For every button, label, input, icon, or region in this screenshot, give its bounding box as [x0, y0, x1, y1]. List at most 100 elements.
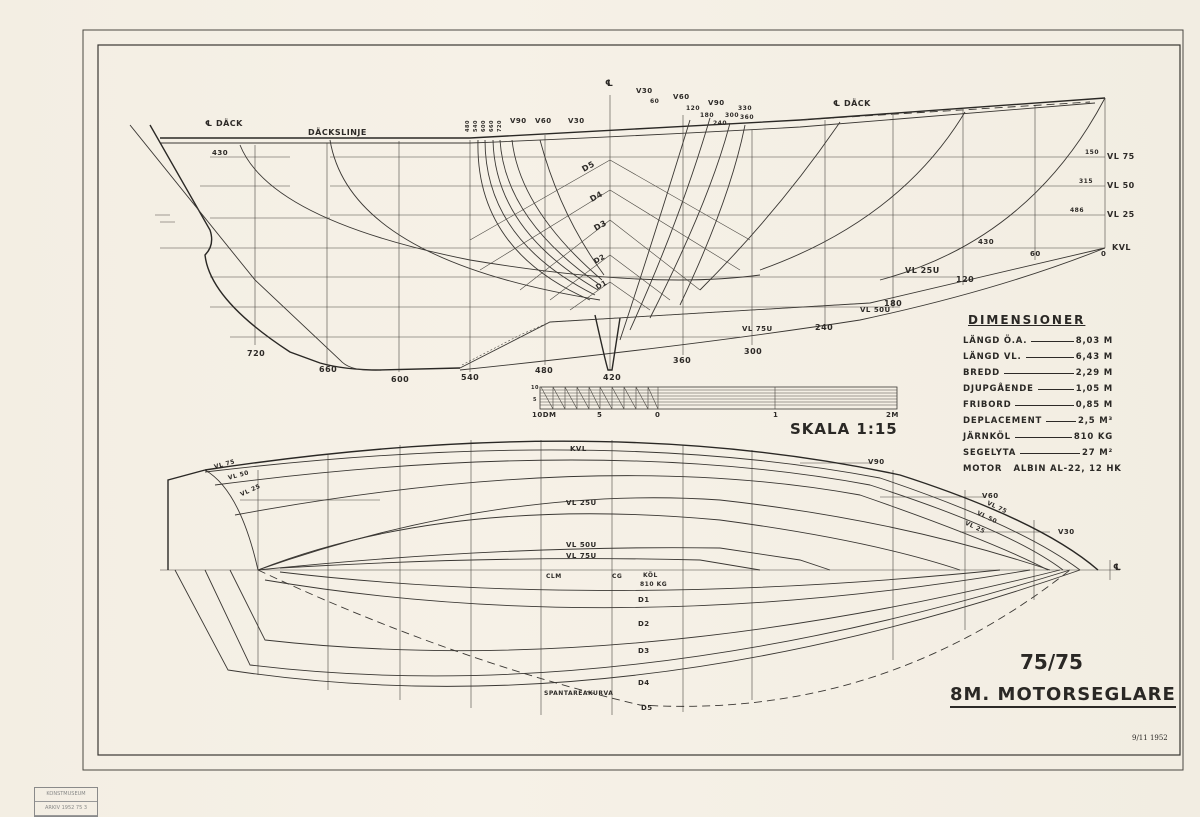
dimension-label: DJUPGÅENDE	[963, 384, 1034, 394]
stern-tick-label: 720	[497, 120, 503, 132]
underwater-label: VL 50U	[860, 306, 891, 314]
plan-section-label: V90	[868, 458, 885, 466]
deck-outline	[204, 440, 1099, 571]
clm-mark: CLM	[546, 573, 562, 580]
tick-label: 60	[650, 98, 660, 105]
waterline-label: VL 50	[1107, 181, 1135, 190]
scale-bar	[539, 386, 898, 410]
station-label: 120	[956, 275, 975, 284]
plan-cl-mark: ℄	[1113, 563, 1122, 573]
station-label: 600	[391, 375, 410, 384]
dimension-value: 0,85 M	[1075, 400, 1113, 410]
tick-label: 240	[713, 120, 728, 127]
plan-inner-wl-label: VL 50U	[566, 541, 597, 549]
underwater-label: VL 25U	[905, 266, 940, 275]
dimension-label: FRIBORD	[963, 400, 1012, 410]
waterline-label: VL 75	[1107, 152, 1135, 161]
drawing-date: 9/11 1952	[1132, 734, 1168, 742]
section-label: V60	[535, 117, 552, 125]
bow-sections	[619, 97, 1106, 341]
waterline-value: 0	[1101, 250, 1107, 258]
station-label: 660	[319, 365, 338, 374]
plan-diagonal-label: D1	[638, 596, 650, 604]
stern-profile	[149, 124, 461, 371]
section-label: V90	[510, 117, 527, 125]
plan-inner-wl-label: VL 25U	[566, 499, 597, 507]
plan-kvl-label: KVL	[570, 445, 587, 453]
station-label: 180	[884, 299, 903, 308]
dimension-label: LÄNGD VL.	[963, 352, 1022, 362]
plan-diagonal-label: D2	[638, 620, 650, 628]
waterline-label: VL 25	[1107, 210, 1135, 219]
dimension-row: BREDD 2,29 M	[963, 365, 1113, 381]
stern-tick-label: 600	[481, 120, 487, 132]
dimension-row: JÄRNKÖL 810 KG	[963, 429, 1113, 445]
dimension-value: 6,43 M	[1075, 352, 1113, 362]
sheer-line	[160, 97, 1106, 139]
value-430-small: 430	[212, 149, 229, 157]
cl-deck-left-label: ℄ DÄCK	[205, 119, 243, 128]
station-label: 240	[815, 323, 834, 332]
area-curve	[257, 569, 1071, 707]
station-label: 720	[247, 349, 266, 358]
station-label: 480	[535, 366, 554, 375]
dimension-row: FRIBORD 0,85 M	[963, 397, 1113, 413]
stamp-line: KONSTMUSEUM	[35, 788, 97, 802]
scale-title: SKALA 1:15	[790, 420, 898, 438]
section-label: V90	[708, 99, 725, 107]
keel-mark: KÖL	[643, 572, 658, 579]
plan-diagonal-label: D5	[641, 704, 653, 712]
scale-label: 1	[773, 411, 779, 419]
station-label: 360	[673, 356, 692, 365]
plan-diagonals	[174, 569, 1081, 687]
profile-diagonals	[469, 159, 751, 311]
scale-label: 5	[597, 411, 603, 419]
dimension-value: 2,29 M	[1075, 368, 1113, 378]
plan-view	[160, 440, 1120, 715]
dimension-value: 27 M²	[1082, 448, 1113, 458]
dimensions-table: DIMENSIONER LÄNGD Ö.A.8,03 M LÄNGD VL.6,…	[963, 313, 1122, 477]
cg-mark: CG	[612, 573, 623, 580]
dimension-label: BREDD	[963, 368, 1000, 378]
deck-line-label: DÄCKSLINJE	[308, 128, 367, 137]
dimension-value: 8,03 M	[1075, 336, 1113, 346]
stern-tick-label: 540	[473, 120, 479, 132]
tick-label: 360	[740, 114, 755, 121]
tick-label: 300	[725, 112, 740, 119]
outer-border	[82, 29, 1184, 771]
scale-label: 0	[655, 411, 661, 419]
section-label: V60	[673, 93, 690, 101]
stamp-line: ARKIV 1952 75 3	[35, 802, 97, 816]
stern-tick-label: 480	[465, 120, 471, 132]
waterline-value: 486	[1070, 207, 1085, 214]
waterline-value: 430	[978, 238, 995, 246]
motor-row: MOTOR ALBIN AL-22, 12 HK	[963, 464, 1122, 474]
archive-stamp: KONSTMUSEUM ARKIV 1952 75 3	[34, 787, 98, 817]
station-label: 300	[744, 347, 763, 356]
dimension-label: LÄNGD Ö.A.	[963, 336, 1028, 346]
tick-label: 330	[738, 105, 753, 112]
keel-weight: 810 KG	[640, 581, 668, 588]
stern-tick-label: 660	[489, 120, 495, 132]
waterline-value: 150	[1085, 149, 1100, 156]
waterline-value: 60	[1030, 250, 1041, 258]
transom	[167, 469, 206, 570]
dimension-label: JÄRNKÖL	[963, 432, 1011, 442]
dimension-row: DJUPGÅENDE 1,05 M	[963, 381, 1113, 397]
dimension-value: 1,05 M	[1075, 384, 1113, 394]
dimension-label: DEPLACEMENT	[963, 416, 1043, 426]
fin-keel	[594, 314, 621, 371]
plan-diagonal-label: D4	[638, 679, 650, 687]
section-label: V30	[636, 87, 653, 95]
plan-inner-wl-label: VL 75U	[566, 552, 597, 560]
inner-border	[97, 44, 1181, 756]
drawing-title: 8M. MOTORSEGLARE	[950, 684, 1176, 708]
station-label: 420	[603, 373, 622, 382]
stern-sections	[477, 139, 605, 301]
drawing-number: 75/75	[1020, 650, 1083, 674]
dimension-value: 810 KG	[1073, 432, 1113, 442]
station-label: 540	[461, 373, 480, 382]
